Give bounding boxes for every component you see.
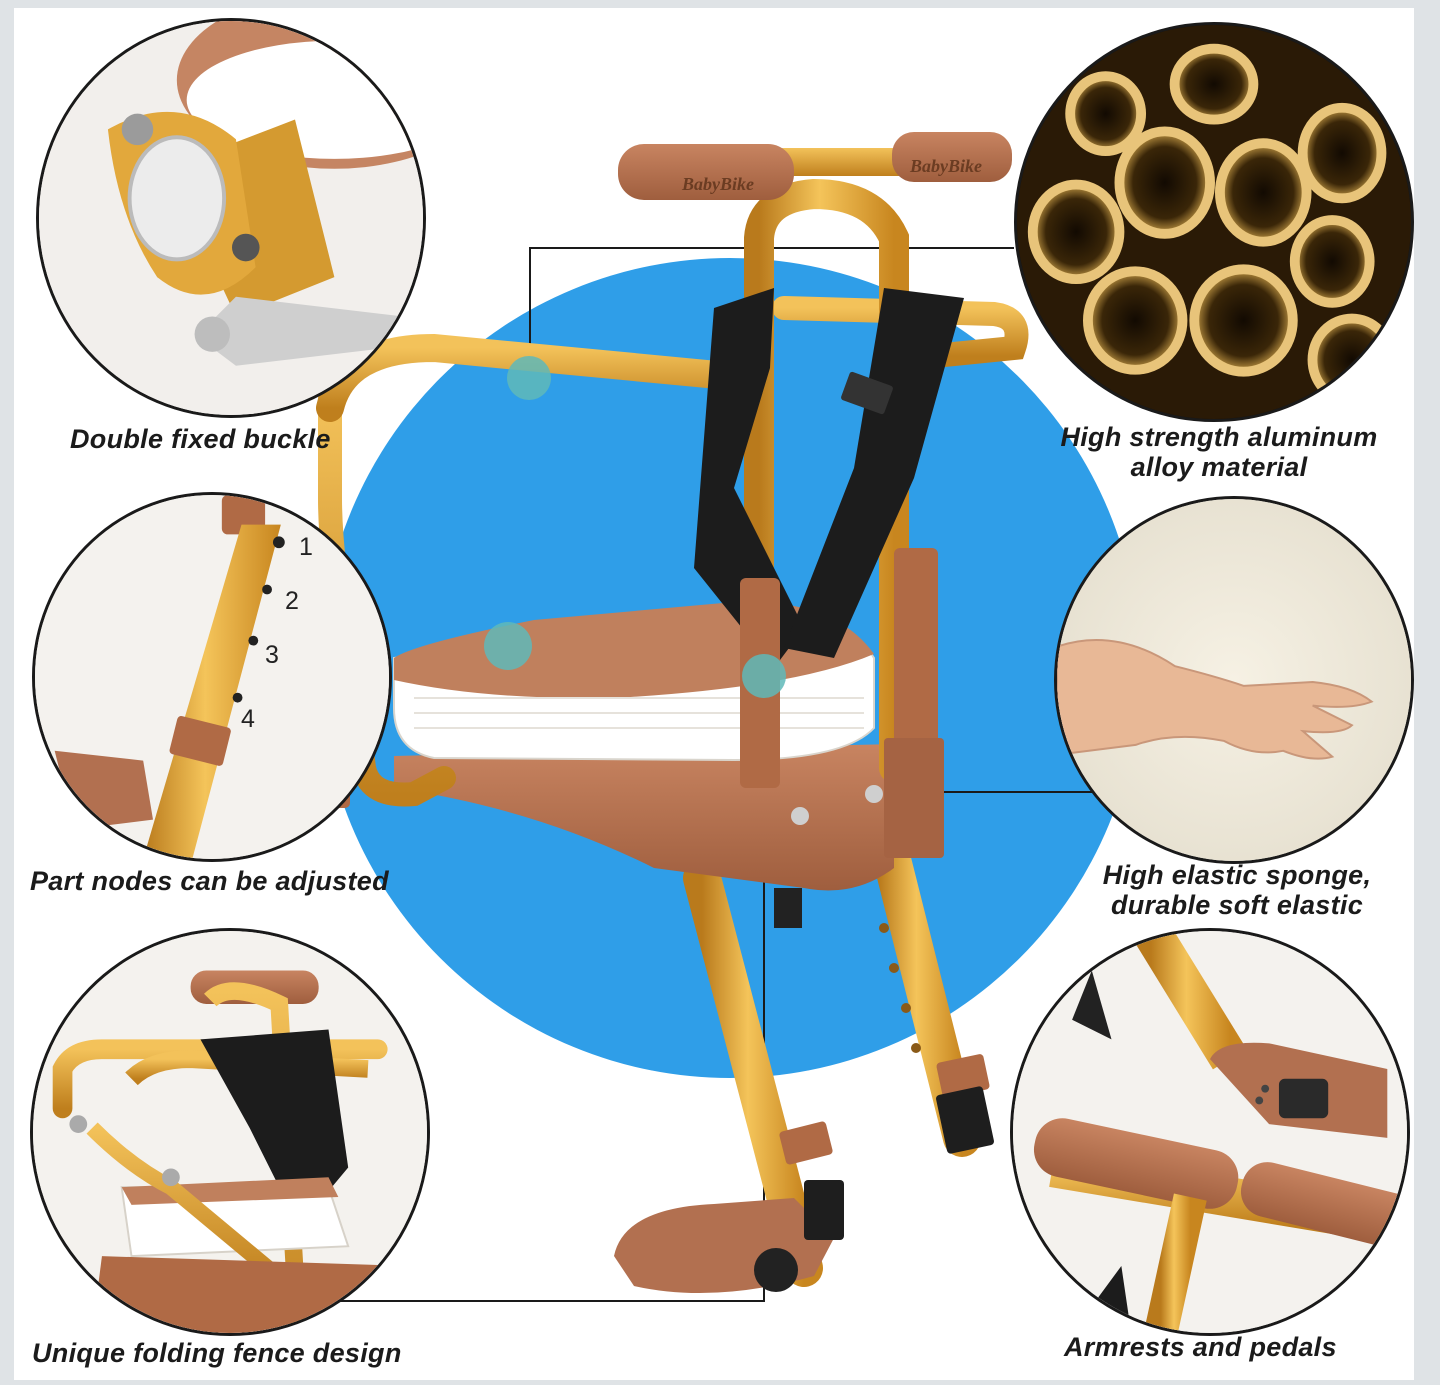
hole-number-2: 2 <box>285 587 299 615</box>
hand-icon <box>1057 639 1374 760</box>
leg-cap <box>779 1121 833 1165</box>
hole-number-4: 4 <box>241 705 255 733</box>
detail-circle-folding-fence <box>30 928 430 1336</box>
hole-number-3: 3 <box>265 641 279 669</box>
safety-strap-left <box>694 288 804 668</box>
rear-armrest-bar <box>772 296 1029 368</box>
strap-buckle <box>841 371 893 415</box>
caption-high-strength-aluminum: High strength aluminum alloy material <box>1060 422 1378 482</box>
leg-cap <box>936 1054 990 1098</box>
detail-circle-armrests-pedals <box>1010 928 1410 1336</box>
marker-dot <box>484 622 532 670</box>
pedal-wheel <box>754 1248 798 1292</box>
leg-foot <box>936 1086 994 1154</box>
main-product-illustration: BabyBike BabyBike <box>310 132 1140 1302</box>
detail-circle-adjustable-nodes: 1 2 3 4 <box>32 492 392 862</box>
caption-double-fixed-buckle: Double fixed buckle <box>70 424 331 454</box>
svg-text:BabyBike: BabyBike <box>909 156 982 176</box>
detail-circle-buckle <box>36 18 426 418</box>
hole-number-1: 1 <box>299 533 313 561</box>
detail-circle-aluminum-tubes <box>1014 22 1414 422</box>
mount-block <box>884 738 944 858</box>
back-upright-left <box>744 178 909 783</box>
product-infographic: BabyBike BabyBike <box>14 8 1414 1380</box>
caption-part-nodes-adjusted: Part nodes can be adjusted <box>30 866 389 896</box>
svg-text:BabyBike: BabyBike <box>681 174 754 194</box>
handlebar-grip-right: BabyBike <box>892 132 1012 182</box>
pedal-clamp <box>804 1180 844 1240</box>
handlebar-grip-left: BabyBike <box>618 144 794 200</box>
safety-strap-right <box>784 288 964 658</box>
detail-circle-sponge <box>1054 496 1414 864</box>
marker-dot <box>742 654 786 698</box>
caption-armrests-and-pedals: Armrests and pedals <box>1064 1332 1337 1362</box>
upright-sleeve-right <box>894 548 938 748</box>
caption-high-elastic-sponge: High elastic sponge, durable soft elasti… <box>1102 860 1372 920</box>
marker-dot <box>507 356 551 400</box>
caption-unique-folding-fence: Unique folding fence design <box>32 1338 402 1368</box>
pedal-left <box>614 1198 834 1294</box>
